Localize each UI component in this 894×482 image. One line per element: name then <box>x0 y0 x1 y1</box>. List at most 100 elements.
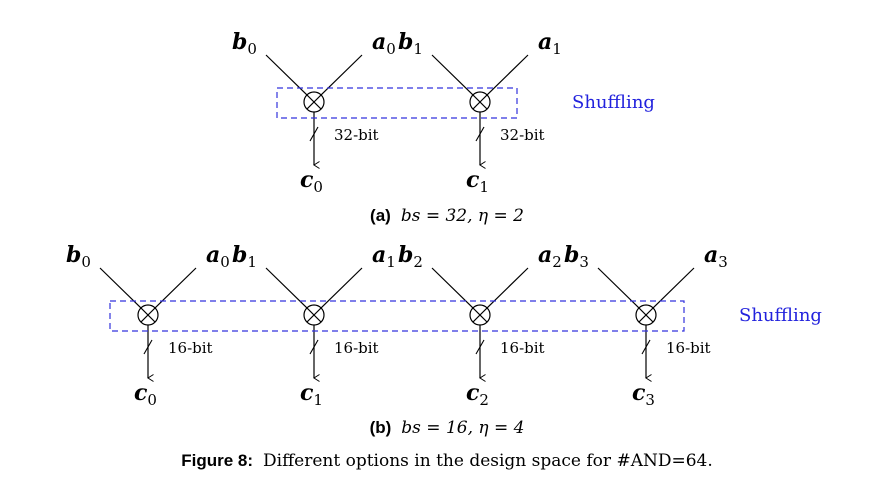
input-label-left-base: b <box>564 242 579 268</box>
bus-slash <box>641 339 651 355</box>
xor-cross-b <box>306 307 322 323</box>
input-wire-left <box>99 267 142 309</box>
xor-cross-b <box>140 307 156 323</box>
input-label-left: b1 <box>232 242 257 271</box>
shuffling-box-b <box>109 300 685 332</box>
subfigure-b-caption: (b) bs = 16, η = 4 <box>370 418 525 438</box>
subfigure-a-caption: (a) bs = 32, η = 2 <box>370 206 524 226</box>
input-wire-right <box>320 267 363 309</box>
input-label-left-base: b <box>66 242 81 268</box>
bus-slash <box>475 339 485 355</box>
input-label-left-base: b <box>398 242 413 268</box>
output-label-sub: 1 <box>479 178 489 196</box>
bus-slash <box>309 126 319 142</box>
input-label-left-base: b <box>398 29 413 55</box>
input-wire-right <box>486 267 529 309</box>
input-label-left-sub: 0 <box>81 253 91 271</box>
input-wire-left <box>265 267 308 309</box>
input-label-right: a0 <box>206 242 230 271</box>
output-label-base: c <box>466 380 480 406</box>
input-label-right-base: a <box>206 242 220 268</box>
output-label-base: c <box>632 380 646 406</box>
input-label-right-sub: 0 <box>386 40 396 58</box>
input-label-right-base: a <box>538 29 552 55</box>
input-label-left: b0 <box>66 242 91 271</box>
input-wire-left <box>265 54 308 96</box>
input-label-left-sub: 1 <box>247 253 257 271</box>
bit-width-label: 16-bit <box>168 339 213 357</box>
input-wire-left <box>431 267 474 309</box>
input-label-right-base: a <box>372 242 386 268</box>
output-label: c0 <box>134 380 157 409</box>
input-label-left: b3 <box>564 242 589 271</box>
input-label-right: a0 <box>372 29 396 58</box>
xor-cross-b <box>306 94 322 110</box>
output-label-sub: 1 <box>313 391 323 409</box>
output-label-base: c <box>300 380 314 406</box>
figure-caption: Figure 8: Different options in the desig… <box>181 451 713 471</box>
input-label-left-base: b <box>232 29 247 55</box>
output-label: c3 <box>632 380 655 409</box>
bit-width-label: 16-bit <box>666 339 711 357</box>
output-label: c1 <box>466 167 489 196</box>
input-label-left: b2 <box>398 242 423 271</box>
input-label-right-base: a <box>704 242 718 268</box>
output-label-sub: 2 <box>479 391 489 409</box>
input-label-right: a2 <box>538 242 562 271</box>
input-label-right-sub: 0 <box>220 253 230 271</box>
shuffling-label-b: Shuffling <box>739 305 822 326</box>
input-label-right-sub: 1 <box>386 253 396 271</box>
xor-cross-b <box>638 307 654 323</box>
input-label-left: b0 <box>232 29 257 58</box>
input-label-right: a3 <box>704 242 728 271</box>
output-label-sub: 0 <box>313 178 323 196</box>
input-label-right: a1 <box>372 242 396 271</box>
output-label-base: c <box>134 380 148 406</box>
output-label-base: c <box>300 167 314 193</box>
xor-cross-b <box>472 94 488 110</box>
output-label-sub: 3 <box>645 391 655 409</box>
bit-width-label: 16-bit <box>334 339 379 357</box>
bus-slash <box>309 339 319 355</box>
input-label-left-sub: 0 <box>247 40 257 58</box>
bit-width-label: 32-bit <box>500 126 545 144</box>
input-wire-left <box>431 54 474 96</box>
input-label-left-sub: 1 <box>413 40 423 58</box>
output-label: c0 <box>300 167 323 196</box>
input-wire-right <box>154 267 197 309</box>
input-wire-right <box>320 54 363 96</box>
input-label-right-sub: 3 <box>718 253 728 271</box>
input-label-right: a1 <box>538 29 562 58</box>
input-wire-left <box>597 267 640 309</box>
input-label-right-base: a <box>372 29 386 55</box>
input-label-left-sub: 3 <box>579 253 589 271</box>
output-label-sub: 0 <box>147 391 157 409</box>
output-label-base: c <box>466 167 480 193</box>
input-wire-right <box>652 267 695 309</box>
xor-cross-b <box>472 307 488 323</box>
bit-width-label: 16-bit <box>500 339 545 357</box>
input-label-left: b1 <box>398 29 423 58</box>
output-label: c2 <box>466 380 489 409</box>
bus-slash <box>475 126 485 142</box>
bit-width-label: 32-bit <box>334 126 379 144</box>
input-wire-right <box>486 54 529 96</box>
shuffling-box-a <box>276 87 518 119</box>
input-label-left-base: b <box>232 242 247 268</box>
input-label-right-base: a <box>538 242 552 268</box>
input-label-right-sub: 2 <box>552 253 562 271</box>
bus-slash <box>143 339 153 355</box>
input-label-right-sub: 1 <box>552 40 562 58</box>
input-label-left-sub: 2 <box>413 253 423 271</box>
shuffling-label-a: Shuffling <box>572 92 655 113</box>
output-label: c1 <box>300 380 323 409</box>
